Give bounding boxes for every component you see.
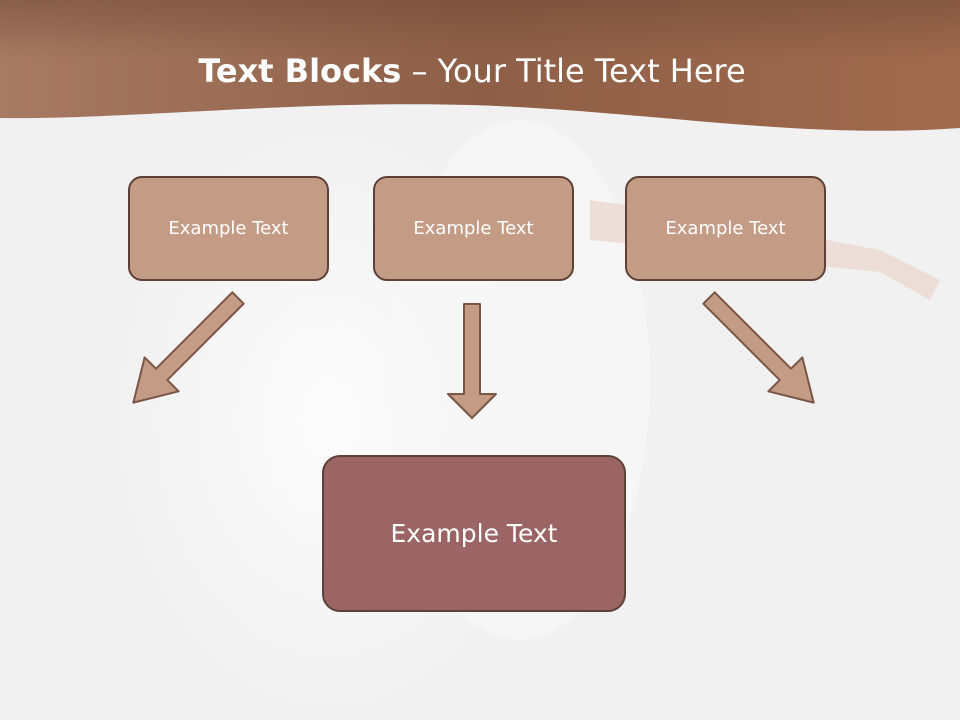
text-block-3-label: Example Text xyxy=(665,218,786,239)
arrow-right-icon xyxy=(702,291,815,404)
arrow-center-icon xyxy=(447,303,497,419)
text-block-3[interactable]: Example Text xyxy=(625,176,826,281)
result-block[interactable]: Example Text xyxy=(322,455,626,612)
text-block-2[interactable]: Example Text xyxy=(373,176,574,281)
text-block-1-label: Example Text xyxy=(168,218,289,239)
title-dash: – xyxy=(401,52,438,90)
title-bold-text: Text Blocks xyxy=(198,52,402,90)
result-block-label: Example Text xyxy=(390,519,558,548)
header-band-shade xyxy=(0,0,960,60)
text-block-2-label: Example Text xyxy=(413,218,534,239)
title-rest-text: Your Title Text Here xyxy=(437,52,746,90)
text-block-1[interactable]: Example Text xyxy=(128,176,329,281)
arrow-left-icon xyxy=(132,291,245,404)
slide-title: Text Blocks – Your Title Text Here xyxy=(0,52,944,90)
